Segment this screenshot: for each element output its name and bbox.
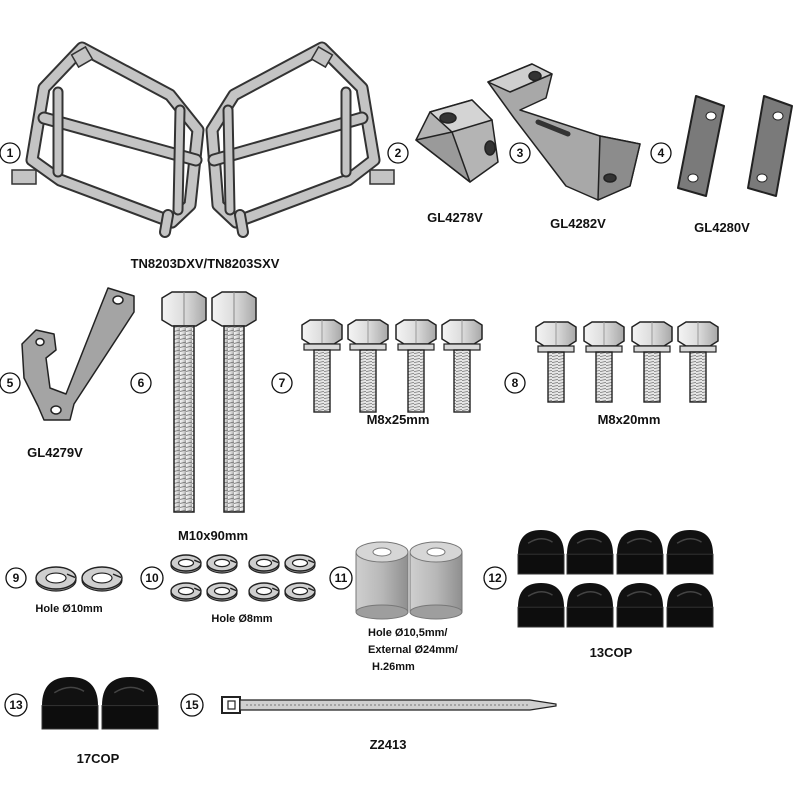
svg-text:1: 1 xyxy=(7,146,14,160)
washer-10mm-2 xyxy=(81,566,123,592)
svg-text:10: 10 xyxy=(145,571,159,585)
label-gl4280v: GL4280V xyxy=(694,220,750,235)
crash-bar-left-tab-2 xyxy=(70,45,94,69)
plate-gl4280v-right xyxy=(747,95,793,197)
label-m8x25: M8x25mm xyxy=(367,412,430,427)
cap-13cop-2 xyxy=(566,530,614,575)
washer-8mm-5 xyxy=(170,582,202,602)
bolt-m8x20-4 xyxy=(677,321,719,403)
bolt-m8x25-2 xyxy=(347,319,389,413)
bolt-m8x20-1 xyxy=(535,321,577,403)
cap-13cop-1 xyxy=(517,530,565,575)
cap-13cop-5 xyxy=(517,583,565,628)
svg-text:13: 13 xyxy=(9,698,23,712)
plate-gl4280v-left xyxy=(677,95,725,197)
bolt-m8x25-1 xyxy=(301,319,343,413)
bolt-m10x90-right xyxy=(211,291,257,513)
cable-tie-z2413 xyxy=(221,696,557,714)
badge-9: 9 xyxy=(5,567,27,589)
crash-bar-right-tab xyxy=(369,169,395,185)
label-tn8203: TN8203DXV/TN8203SXV xyxy=(131,256,280,271)
label-z2413: Z2413 xyxy=(370,737,407,752)
bolts-m8x25 xyxy=(301,319,483,413)
label-m8x20: M8x20mm xyxy=(598,412,661,427)
cap-13cop-7 xyxy=(616,583,664,628)
crash-bar-right-tab-2 xyxy=(310,45,334,69)
svg-text:15: 15 xyxy=(185,698,199,712)
svg-text:12: 12 xyxy=(488,571,502,585)
spacer-right xyxy=(409,541,463,620)
svg-text:6: 6 xyxy=(138,376,145,390)
badge-2: 2 xyxy=(387,142,409,164)
svg-text:3: 3 xyxy=(517,146,524,160)
badge-3: 3 xyxy=(509,142,531,164)
washers-10mm xyxy=(35,566,123,592)
washer-8mm-8 xyxy=(284,582,316,602)
bolt-m8x20-2 xyxy=(583,321,625,403)
label-13cop: 13COP xyxy=(590,645,633,660)
badge-4: 4 xyxy=(650,142,672,164)
cap-17cop-1 xyxy=(41,677,99,730)
label-spacer-line-1: Hole Ø10,5mm/ xyxy=(368,627,447,639)
svg-text:2: 2 xyxy=(395,146,402,160)
badge-11: 11 xyxy=(329,566,353,590)
label-gl4278v: GL4278V xyxy=(427,210,483,225)
bracket-gl4282v xyxy=(487,63,641,201)
bracket-gl4279v xyxy=(21,287,135,421)
washer-10mm-1 xyxy=(35,566,77,592)
cap-13cop-8 xyxy=(666,583,714,628)
washers-8mm xyxy=(170,554,316,602)
cap-13cop-3 xyxy=(616,530,664,575)
bolt-m8x25-4 xyxy=(441,319,483,413)
badge-5: 5 xyxy=(0,372,21,394)
label-spacer-line-3: H.26mm xyxy=(372,661,415,673)
svg-text:7: 7 xyxy=(279,376,286,390)
bracket-gl4278v xyxy=(415,99,499,183)
label-gl4279v: GL4279V xyxy=(27,445,83,460)
spacer-left xyxy=(355,541,409,620)
label-gl4282v: GL4282V xyxy=(550,216,606,231)
badge-12: 12 xyxy=(483,566,507,590)
badge-1: 1 xyxy=(0,142,21,164)
washer-8mm-7 xyxy=(248,582,280,602)
caps-17cop xyxy=(41,677,159,730)
label-spacer-line-2: External Ø24mm/ xyxy=(368,644,458,656)
caps-13cop xyxy=(517,530,714,628)
badge-15: 15 xyxy=(180,693,204,717)
label-hole-8mm: Hole Ø8mm xyxy=(211,613,272,625)
crash-bar-right xyxy=(205,41,381,238)
badge-10: 10 xyxy=(140,566,164,590)
badge-13: 13 xyxy=(4,693,28,717)
washer-8mm-1 xyxy=(170,554,202,574)
bolt-m10x90-left xyxy=(161,291,207,513)
crash-bar-left xyxy=(25,41,205,238)
badge-6: 6 xyxy=(130,372,152,394)
bolts-m8x20 xyxy=(535,321,719,403)
label-hole-10mm: Hole Ø10mm xyxy=(35,603,102,615)
cap-13cop-4 xyxy=(666,530,714,575)
bolt-m8x25-3 xyxy=(395,319,437,413)
badge-7: 7 xyxy=(271,372,293,394)
svg-text:11: 11 xyxy=(335,571,348,585)
svg-text:4: 4 xyxy=(658,146,665,160)
bolt-m8x20-3 xyxy=(631,321,673,403)
svg-text:9: 9 xyxy=(13,571,20,585)
washer-8mm-6 xyxy=(206,582,238,602)
svg-text:8: 8 xyxy=(512,376,519,390)
crash-bar-left-tab xyxy=(11,169,37,185)
washer-8mm-2 xyxy=(206,554,238,574)
label-m10x90: M10x90mm xyxy=(178,528,248,543)
cap-13cop-6 xyxy=(566,583,614,628)
washer-8mm-4 xyxy=(284,554,316,574)
label-17cop: 17COP xyxy=(77,751,120,766)
cap-17cop-2 xyxy=(101,677,159,730)
badge-8: 8 xyxy=(504,372,526,394)
svg-text:5: 5 xyxy=(7,376,14,390)
washer-8mm-3 xyxy=(248,554,280,574)
